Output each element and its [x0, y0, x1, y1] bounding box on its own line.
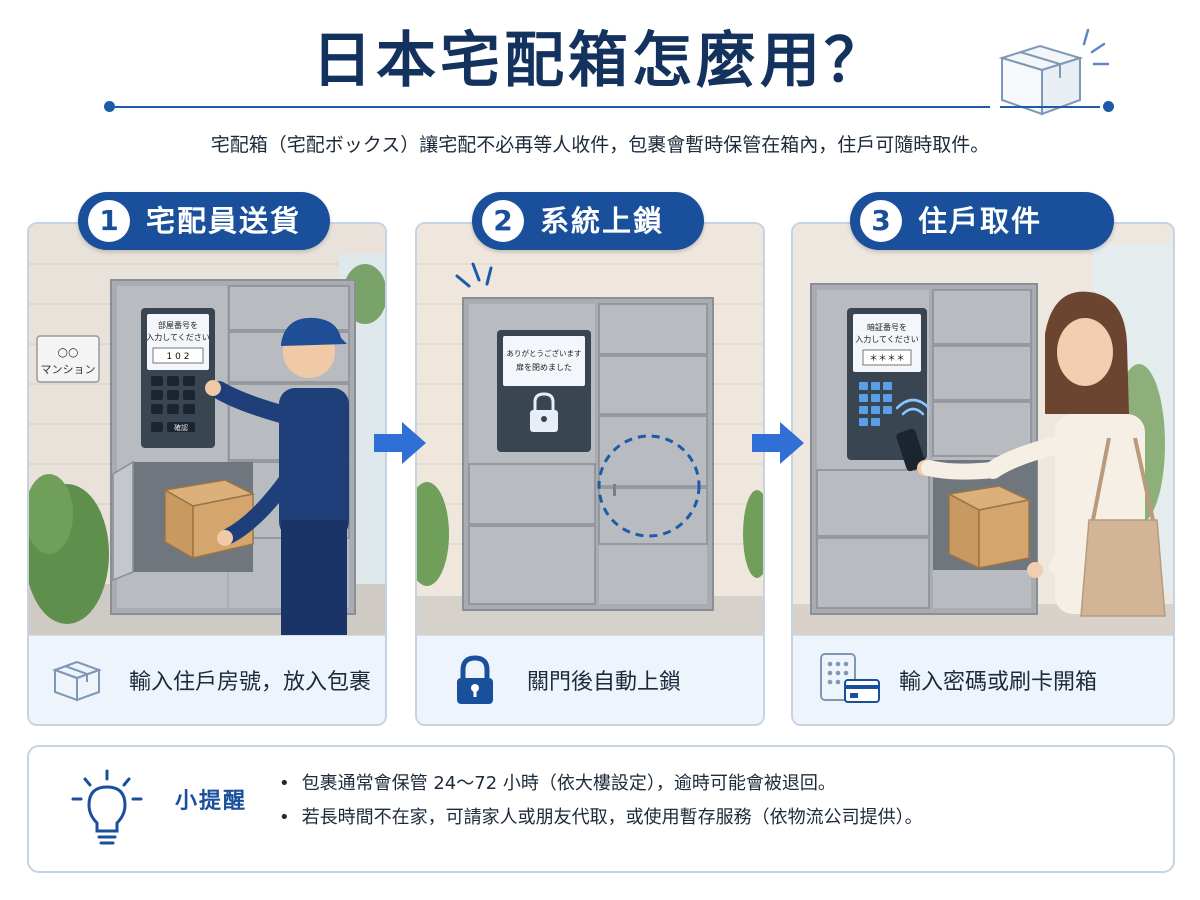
- step-2-label: 系統上鎖: [540, 204, 665, 238]
- step-3-illustration: 暗証番号を 入力してください ＊＊＊＊: [793, 224, 1173, 636]
- step-3-number: 3: [860, 200, 902, 242]
- screen-password-mask: ＊＊＊＊: [869, 354, 905, 364]
- keypad: [859, 382, 892, 426]
- building-sign: [36, 335, 100, 383]
- tip-list: 包裹通常會保管 24～72 小時（依大樓設定），逾時可能會被退回。 若長時間不在…: [279, 767, 923, 835]
- step-2-caption: 關門後自動上鎖: [527, 670, 682, 695]
- page-subtitle: 宅配箱（宅配ボックス）讓宅配不必再等人收件，包裹會暫時保管在箱內，住戶可隨時取件…: [210, 134, 990, 156]
- delivery-person: [205, 317, 349, 636]
- step-2-caption-bar: 關門後自動上鎖: [417, 635, 763, 724]
- tote-bag: [1080, 519, 1166, 617]
- building-sign-line2: マンション: [41, 363, 96, 376]
- title-rule-line: [110, 106, 990, 108]
- arrow-right-icon: [374, 422, 426, 464]
- title-rule-line-right: [1000, 106, 1100, 108]
- screen-line2: 入力してください: [146, 332, 210, 342]
- step-3-label: 住戶取件: [918, 204, 1043, 238]
- package-box-icon: [998, 28, 1110, 116]
- building-sign-line1: ○○: [58, 345, 79, 359]
- step-3-panel: 暗証番号を 入力してください ＊＊＊＊: [791, 222, 1175, 726]
- screen-line2: 入力してください: [855, 334, 919, 344]
- step-2-badge: 2 系統上鎖: [472, 192, 704, 250]
- lightbulb-icon: [71, 769, 143, 845]
- screen-line2: 扉を閉めました: [516, 362, 572, 372]
- step-1-caption: 輸入住戶房號，放入包裹: [129, 670, 372, 695]
- keypad-confirm-key: 確認: [174, 423, 188, 432]
- step-1-panel: ○○ マンション 部屋番号を 入力してください 1 0 2 確認: [27, 222, 387, 726]
- tip-box: 小提醒 包裹通常會保管 24～72 小時（依大樓設定），逾時可能會被退回。 若長…: [27, 745, 1175, 873]
- resident-person: [917, 291, 1166, 617]
- step-1-caption-bar: 輸入住戶房號，放入包裹: [29, 635, 385, 724]
- step-3-caption-bar: 輸入密碼或刷卡開箱: [793, 635, 1173, 724]
- screen-room-number: 1 0 2: [167, 352, 190, 362]
- arrow-right-icon: [752, 422, 804, 464]
- step-1-label: 宅配員送貨: [146, 204, 302, 238]
- screen-line1: 暗証番号を: [867, 322, 907, 332]
- step-1-badge: 1 宅配員送貨: [78, 192, 330, 250]
- step-2-panel: ありがとうございます 扉を閉めました 關門後自動上鎖: [415, 222, 765, 726]
- rule-dot-left: [104, 101, 115, 112]
- step-3-caption: 輸入密碼或刷卡開箱: [899, 670, 1098, 695]
- tip-item: 若長時間不在家，可請家人或朋友代取，或使用暫存服務（依物流公司提供）。: [279, 801, 923, 835]
- rule-dot-right: [1103, 101, 1114, 112]
- screen-line1: 部屋番号を: [158, 320, 198, 330]
- keypad: [151, 376, 195, 432]
- locked-door-highlight: [597, 434, 701, 538]
- package-icon: [52, 660, 102, 702]
- smartphone: [896, 428, 926, 472]
- lock-icon: [457, 655, 493, 704]
- step-3-badge: 3 住戶取件: [850, 192, 1114, 250]
- step-1-illustration: ○○ マンション 部屋番号を 入力してください 1 0 2 確認: [29, 224, 385, 636]
- step-2-number: 2: [482, 200, 524, 242]
- keypad-card-icon: [820, 653, 880, 703]
- page-title: 日本宅配箱怎麼用？: [312, 26, 888, 96]
- padlock-screen-icon: [530, 392, 558, 432]
- wireless-signal-icon: [895, 398, 931, 416]
- alert-marks: [455, 262, 493, 288]
- step-2-illustration: ありがとうございます 扉を閉めました: [417, 224, 763, 636]
- tip-title: 小提醒: [175, 789, 248, 814]
- step-1-number: 1: [88, 200, 130, 242]
- screen-line1: ありがとうございます: [507, 348, 582, 358]
- tip-item: 包裹通常會保管 24～72 小時（依大樓設定），逾時可能會被退回。: [279, 767, 923, 801]
